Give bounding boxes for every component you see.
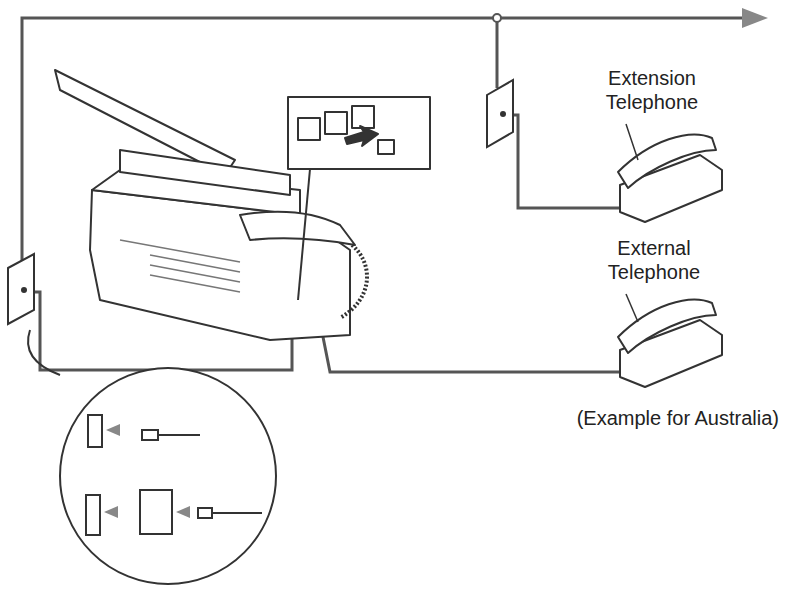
extension-wire [503, 115, 622, 208]
vent-line [120, 240, 240, 262]
insert-arrow [104, 506, 118, 518]
handset [618, 300, 716, 353]
plug [378, 140, 394, 154]
jack [325, 112, 347, 134]
device-label: Extension Telephone [592, 66, 712, 114]
jack [298, 118, 320, 140]
cord [158, 434, 200, 436]
external-wire [300, 332, 622, 372]
wall-socket [86, 495, 100, 535]
detail-ellipse [60, 368, 276, 584]
callout-tail [28, 330, 60, 375]
adapter [140, 490, 172, 534]
inset-leader [298, 169, 310, 300]
vent-line [150, 265, 240, 282]
handset-cradle [240, 212, 355, 245]
jack-inset [288, 97, 430, 169]
insert-arrow [345, 126, 378, 146]
cord [212, 512, 262, 514]
insert-arrow [176, 506, 190, 518]
phone-line [496, 18, 499, 88]
device-label: External Telephone [594, 236, 714, 284]
leader-line [626, 124, 638, 160]
plug [198, 508, 212, 518]
device-label: (Example for Australia) [577, 406, 779, 430]
socket-hole [21, 287, 27, 293]
vent-line [150, 255, 240, 272]
socket-hole [500, 111, 506, 117]
coiled-cord [340, 245, 367, 318]
wall-socket [487, 80, 513, 147]
leader-line [626, 294, 638, 322]
jack [352, 106, 374, 128]
vent-line [150, 275, 240, 292]
arrow-head [742, 8, 768, 28]
wall-socket [88, 415, 102, 447]
insert-arrow [106, 424, 120, 436]
junction-dot [493, 14, 501, 22]
plug [142, 430, 158, 440]
fax-body [90, 190, 350, 340]
document-tray [120, 150, 290, 195]
wall-socket [8, 254, 34, 324]
